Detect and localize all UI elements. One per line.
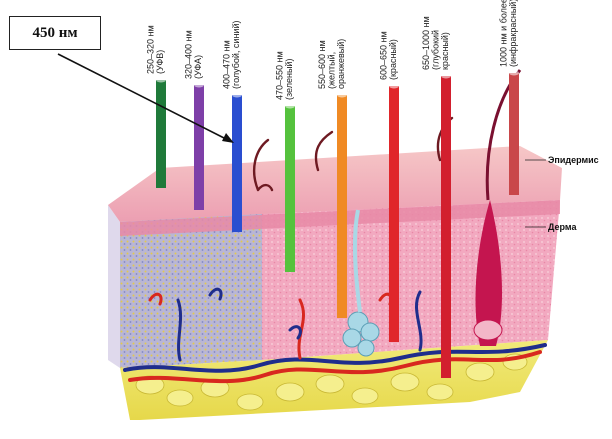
- probe-cap-red: [389, 84, 399, 89]
- probe-green: [285, 106, 295, 272]
- label-yellow: 550–600 нм(желтый,оранжевый): [317, 39, 346, 89]
- probe-deepred: [441, 76, 451, 378]
- label-ir: 1000 нм и более(инфракрасный): [499, 0, 519, 67]
- epidermis-label: Эпидермис: [548, 155, 599, 165]
- dermis-label: Дерма: [548, 222, 577, 232]
- probe-yellow: [337, 95, 347, 318]
- label-uva: 320–400 нм(УФА): [184, 30, 204, 79]
- wavelength-callout: 450 нм: [9, 16, 101, 50]
- skin-block: [108, 70, 562, 420]
- probe-cap-green: [285, 104, 295, 109]
- label-red: 600–650 нм(красный): [379, 31, 399, 80]
- probe-cap-uvb: [156, 78, 166, 83]
- dermis-left-face: [120, 214, 262, 368]
- probe-blue: [232, 95, 242, 232]
- label-deepred: 650–1000 нм(глубокийкрасный): [421, 16, 450, 70]
- probe-uva: [194, 85, 204, 210]
- probe-cap-uva: [194, 83, 204, 88]
- probe-red: [389, 86, 399, 342]
- probe-cap-deepred: [441, 74, 451, 79]
- probe-cap-ir: [509, 71, 519, 76]
- probe-uvb: [156, 80, 166, 188]
- probe-cap-blue: [232, 93, 242, 98]
- probe-cap-yellow: [337, 93, 347, 98]
- label-uvb: 250–320 нм(УФВ): [146, 25, 166, 74]
- label-blue: 400–470 нм(голубой, синий): [222, 21, 242, 89]
- probe-ir: [509, 73, 519, 195]
- label-green: 470–550 нм(зеленый): [275, 51, 295, 100]
